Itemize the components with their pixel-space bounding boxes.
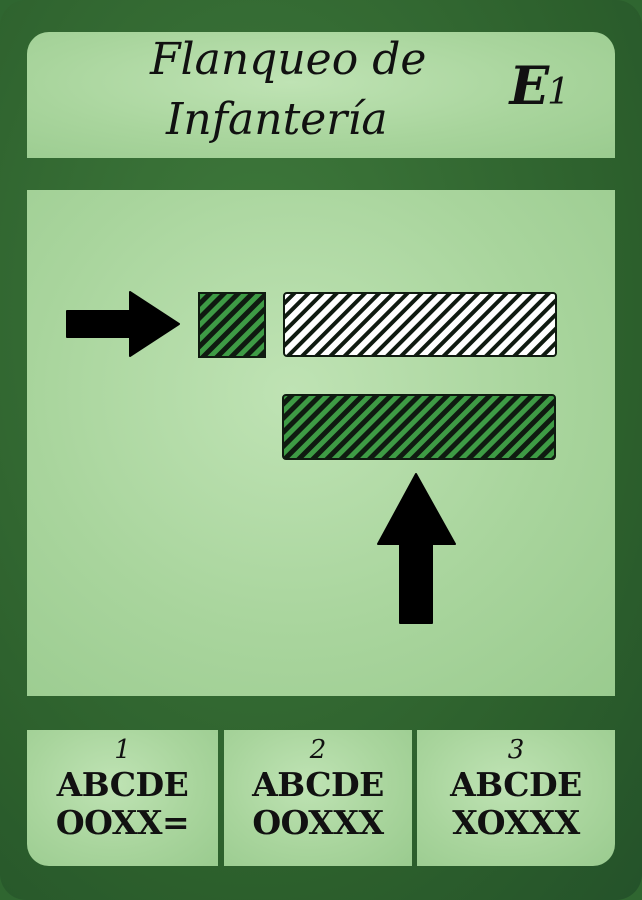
- result-number: 3: [507, 735, 525, 765]
- card-title-line-1: Flanqueo de: [150, 34, 427, 85]
- result-number: 1: [114, 735, 131, 765]
- card-code: E1: [509, 56, 570, 117]
- result-number: 2: [309, 735, 327, 765]
- flank-diagram: [66, 291, 557, 624]
- result-letters: ABCDE: [252, 765, 384, 804]
- title-panel: [27, 32, 615, 158]
- card-title-line-2: Infantería: [166, 94, 388, 145]
- diagram-panel: [27, 190, 615, 696]
- result-letters: ABCDE: [450, 765, 582, 804]
- friendly-line-unit: [282, 394, 556, 460]
- friendly-flanking-unit: [198, 292, 266, 358]
- result-outcome: XOXXX: [452, 803, 580, 842]
- up-arrow-icon: [377, 473, 456, 624]
- result-column-3: 3 ABCDE XOXXX: [417, 730, 615, 866]
- result-column-1: 1 ABCDE OOXX=: [27, 730, 218, 866]
- card-code-number: 1: [547, 72, 570, 113]
- result-letters: ABCDE: [56, 765, 189, 804]
- result-outcome: OOXXX: [252, 803, 384, 842]
- result-column-2: 2 ABCDE OOXXX: [224, 730, 412, 866]
- right-arrow-icon: [66, 291, 180, 357]
- enemy-unit: [283, 292, 557, 357]
- card-code-letter: E: [509, 56, 549, 117]
- result-outcome: OOXX=: [55, 803, 190, 842]
